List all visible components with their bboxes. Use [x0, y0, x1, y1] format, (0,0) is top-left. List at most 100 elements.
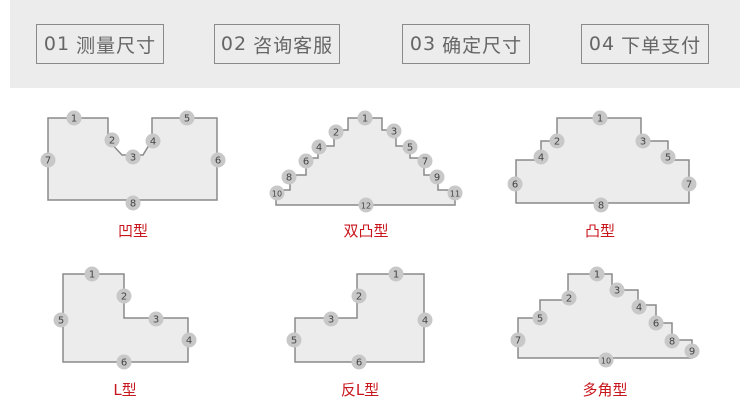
- marker-number: 4: [316, 143, 322, 154]
- marker-number: 7: [422, 157, 428, 168]
- marker-circle: [533, 149, 549, 165]
- marker-number: 10: [601, 357, 611, 366]
- marker-circle: [447, 185, 463, 201]
- marker-number: 2: [121, 292, 127, 303]
- marker-number: 2: [109, 136, 115, 147]
- dimension-marker: 4: [417, 312, 433, 328]
- marker-circle: [125, 195, 141, 211]
- dimension-marker: 1: [592, 110, 608, 126]
- dimension-marker: 8: [125, 195, 141, 211]
- marker-number: 5: [665, 153, 671, 164]
- dimension-marker: 5: [179, 110, 195, 126]
- shape-label-double-convex: 双凸型: [343, 222, 389, 240]
- marker-circle: [328, 124, 344, 140]
- dimension-marker: 11: [447, 185, 463, 201]
- marker-number: 3: [391, 127, 397, 138]
- dimension-marker: 4: [145, 133, 161, 149]
- marker-number: 1: [71, 114, 77, 125]
- marker-number: 8: [598, 201, 604, 212]
- marker-circle: [269, 185, 285, 201]
- dimension-marker: 1: [589, 266, 605, 282]
- marker-number: 4: [186, 336, 192, 347]
- dimension-marker: 4: [533, 149, 549, 165]
- marker-circle: [53, 312, 69, 328]
- shape-label-polygon: 多角型: [582, 381, 628, 399]
- marker-number: 4: [538, 153, 544, 164]
- dimension-marker: 3: [635, 133, 651, 149]
- step-number: 01: [43, 33, 71, 55]
- marker-number: 8: [286, 173, 292, 184]
- marker-circle: [598, 352, 614, 368]
- dimension-marker: 5: [660, 149, 676, 165]
- dimension-marker: 3: [125, 149, 141, 165]
- dimension-marker: 10: [269, 185, 285, 201]
- marker-number: 1: [362, 114, 368, 125]
- shape-label-reverse-l: 反L型: [340, 381, 380, 399]
- marker-circle: [145, 133, 161, 149]
- step-label: 咨询客服: [253, 34, 334, 57]
- marker-circle: [664, 333, 680, 349]
- step-label: 下单支付: [621, 34, 702, 57]
- marker-circle: [286, 332, 302, 348]
- dimension-marker: 2: [351, 288, 367, 304]
- dimension-marker: 5: [402, 139, 418, 155]
- marker-number: 1: [597, 114, 603, 125]
- marker-circle: [311, 139, 327, 155]
- marker-number: 1: [89, 270, 95, 281]
- marker-circle: [609, 282, 625, 298]
- marker-number: 12: [361, 202, 371, 211]
- shape-label-convex: 凸型: [584, 222, 615, 240]
- marker-circle: [532, 310, 548, 326]
- dimension-marker: 7: [510, 332, 526, 348]
- marker-circle: [281, 169, 297, 185]
- dimension-marker: 4: [631, 299, 647, 315]
- dimension-marker: 6: [351, 354, 367, 370]
- marker-circle: [351, 288, 367, 304]
- marker-circle: [684, 343, 700, 359]
- dimension-marker: 3: [609, 282, 625, 298]
- marker-circle: [648, 315, 664, 331]
- marker-number: 3: [640, 137, 646, 148]
- marker-number: 6: [121, 358, 127, 369]
- marker-number: 2: [356, 292, 362, 303]
- dimension-marker: 6: [298, 153, 314, 169]
- marker-circle: [116, 288, 132, 304]
- dimension-marker: 2: [549, 133, 565, 149]
- marker-circle: [660, 149, 676, 165]
- marker-circle: [681, 176, 697, 192]
- step-number: 02: [220, 33, 248, 55]
- dimension-marker: 4: [311, 139, 327, 155]
- dimension-marker: 8: [664, 333, 680, 349]
- marker-number: 4: [422, 316, 428, 327]
- marker-circle: [351, 354, 367, 370]
- marker-number: 5: [291, 336, 297, 347]
- marker-number: 3: [328, 315, 334, 326]
- marker-number: 8: [130, 199, 136, 210]
- marker-circle: [589, 266, 605, 282]
- marker-number: 6: [215, 156, 221, 167]
- marker-number: 6: [512, 180, 518, 191]
- marker-circle: [179, 110, 195, 126]
- marker-circle: [429, 169, 445, 185]
- step-consult: 02 咨询客服: [214, 24, 340, 64]
- step-measure: 01 测量尺寸: [36, 24, 164, 64]
- marker-circle: [323, 311, 339, 327]
- marker-number: 7: [45, 156, 51, 167]
- marker-circle: [592, 110, 608, 126]
- dimension-marker: 2: [104, 132, 120, 148]
- dimension-marker: 6: [648, 315, 664, 331]
- step-label: 确定尺寸: [442, 34, 523, 57]
- dimension-marker: 2: [328, 124, 344, 140]
- marker-number: 6: [356, 358, 362, 369]
- dimension-marker: 8: [593, 197, 609, 213]
- dimension-marker: 2: [561, 290, 577, 306]
- marker-number: 6: [303, 157, 309, 168]
- step-number: 03: [409, 33, 437, 55]
- marker-circle: [358, 197, 374, 213]
- dimension-marker: 6: [210, 152, 226, 168]
- marker-circle: [388, 266, 404, 282]
- dimension-marker: 1: [357, 110, 373, 126]
- dimension-marker: 7: [681, 176, 697, 192]
- shape-label-concave: 凹型: [117, 222, 148, 240]
- marker-number: 9: [434, 173, 440, 184]
